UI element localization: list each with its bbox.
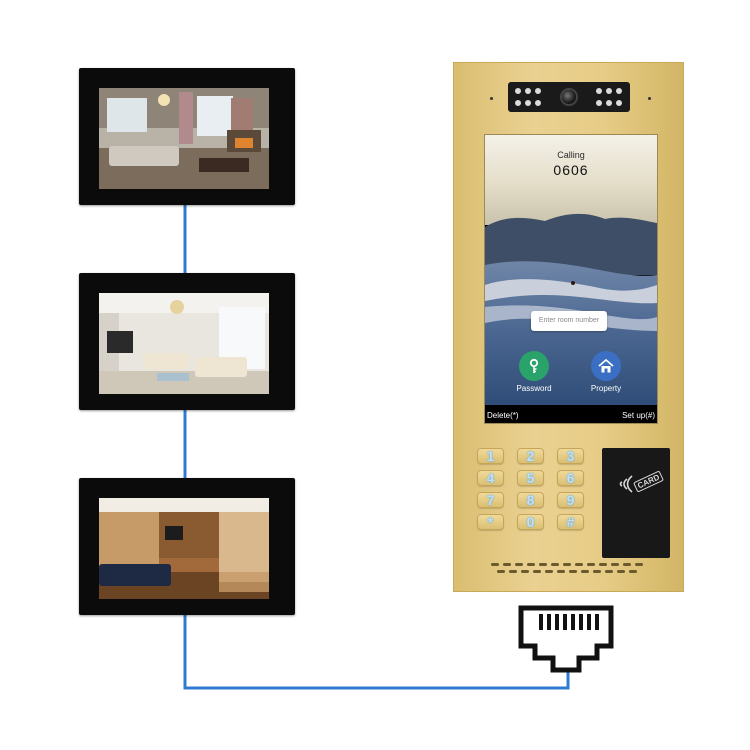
keypad-key-8[interactable]: 8 bbox=[517, 492, 544, 508]
home-icon bbox=[598, 358, 614, 373]
rj45-connector-icon bbox=[518, 605, 614, 673]
room-number-display: 0606 bbox=[553, 162, 589, 178]
nfc-wave-icon bbox=[619, 475, 633, 493]
camera-lens-icon bbox=[562, 90, 576, 104]
speaker-grille bbox=[491, 563, 651, 575]
delete-softkey[interactable]: Delete(*) bbox=[487, 411, 519, 420]
card-reader[interactable]: CARD bbox=[602, 448, 670, 558]
camera-strip bbox=[508, 82, 630, 112]
calling-status-label: Calling bbox=[557, 150, 585, 160]
monitor-2-screen bbox=[99, 293, 269, 394]
keypad-key-5[interactable]: 5 bbox=[517, 470, 544, 486]
keypad-key-7[interactable]: 7 bbox=[477, 492, 504, 508]
property-button[interactable]: Property bbox=[581, 351, 631, 393]
keypad-key-6[interactable]: 6 bbox=[557, 470, 584, 486]
monitor-3-screen bbox=[99, 498, 269, 599]
keypad-key-star[interactable]: * bbox=[477, 514, 504, 530]
indoor-monitor-1[interactable] bbox=[79, 68, 295, 205]
keypad-key-0[interactable]: 0 bbox=[517, 514, 544, 530]
indoor-monitor-2[interactable] bbox=[79, 273, 295, 410]
property-button-label: Property bbox=[590, 384, 622, 393]
keypad-key-9[interactable]: 9 bbox=[557, 492, 584, 508]
softkey-bar: Delete(*) Set up(#) bbox=[485, 409, 657, 423]
door-station-screen[interactable]: Calling 0606 Enter room number Password … bbox=[484, 134, 658, 424]
indoor-monitor-3[interactable] bbox=[79, 478, 295, 615]
keypad-key-3[interactable]: 3 bbox=[557, 448, 584, 464]
keypad-key-4[interactable]: 4 bbox=[477, 470, 504, 486]
keypad-key-hash[interactable]: # bbox=[557, 514, 584, 530]
keypad-key-2[interactable]: 2 bbox=[517, 448, 544, 464]
password-button-label: Password bbox=[516, 384, 552, 393]
password-button[interactable]: Password bbox=[509, 351, 559, 393]
room-number-input[interactable]: Enter room number bbox=[531, 311, 607, 331]
door-station-panel: Calling 0606 Enter room number Password … bbox=[453, 62, 684, 592]
monitor-1-screen bbox=[99, 88, 269, 189]
keypad-key-1[interactable]: 1 bbox=[477, 448, 504, 464]
setup-softkey[interactable]: Set up(#) bbox=[622, 411, 655, 420]
card-label: CARD bbox=[633, 470, 665, 493]
key-icon bbox=[529, 358, 539, 373]
